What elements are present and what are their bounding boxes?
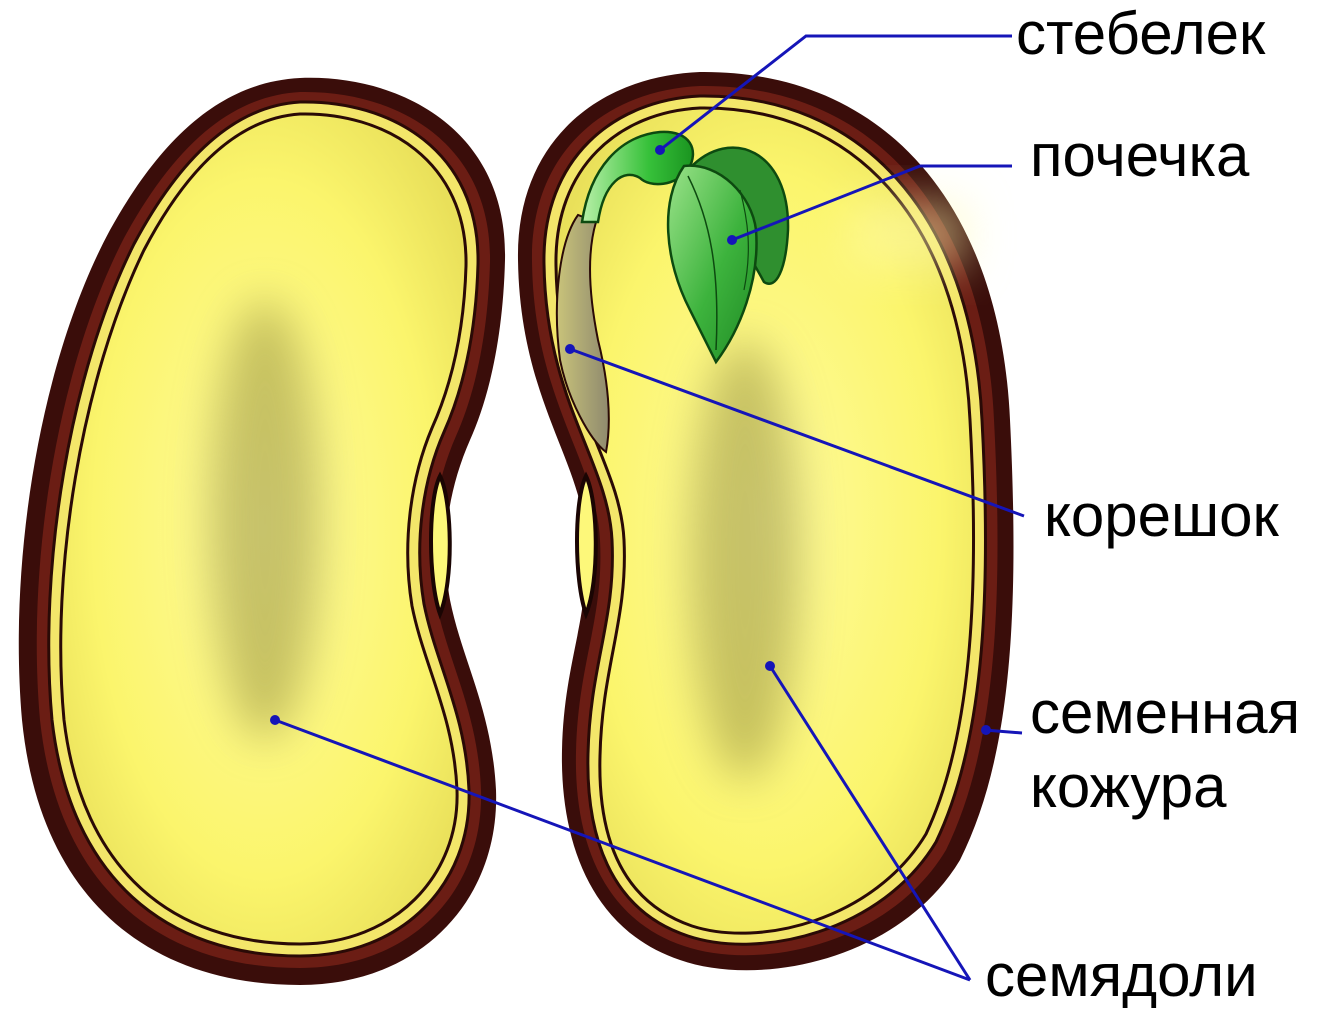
label-cotyledons: семядоли (985, 944, 1258, 1008)
label-seed-coat-line1: семенная (1030, 676, 1300, 750)
dot-cotyledon-left (270, 715, 280, 725)
right-hilum (577, 476, 596, 614)
left-cotyledon (19, 78, 505, 985)
dot-cotyledon-right (765, 661, 775, 671)
right-cotyledon-shading (690, 340, 800, 780)
right-cotyledon (518, 72, 1014, 970)
left-cotyledon-shading (210, 300, 320, 740)
dot-bud (727, 235, 737, 245)
label-seed-coat: семенная кожура (1030, 676, 1300, 824)
label-stem: стебелек (1016, 2, 1265, 66)
right-cotyledon-highlight (848, 200, 968, 270)
left-hilum (431, 476, 450, 614)
dot-root (565, 344, 575, 354)
dot-coat (981, 725, 991, 735)
label-seed-coat-line2: кожура (1030, 750, 1300, 824)
dot-stem (655, 145, 665, 155)
label-root: корешок (1044, 484, 1279, 548)
label-bud: почечка (1030, 124, 1249, 188)
